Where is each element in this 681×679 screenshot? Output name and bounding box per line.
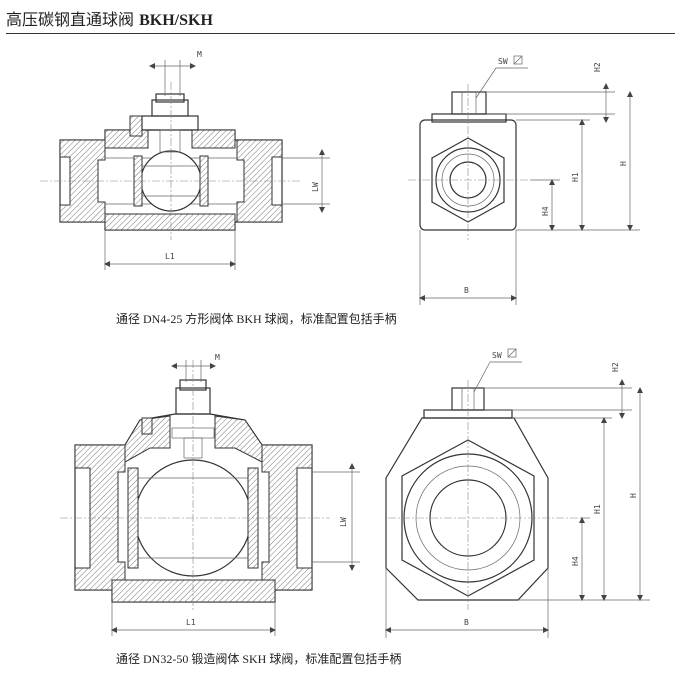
skh-section-view: M LW L1 — [60, 353, 360, 636]
skh-label-b: B — [464, 618, 469, 627]
title-model: BKH/SKH — [139, 12, 213, 29]
bkh-label-lw: LW — [311, 182, 320, 192]
bkh-section-view: M LW L1 — [40, 50, 330, 270]
bkh-label-m: M — [197, 50, 202, 59]
skh-label-h: H — [629, 493, 638, 498]
skh-end-view: SW H2 H H1 H4 B — [385, 348, 650, 638]
skh-label-h4: H4 — [571, 556, 580, 566]
skh-label-m: M — [215, 353, 220, 362]
skh-label-l1: L1 — [186, 618, 196, 627]
bkh-caption: 通径 DN4-25 方形阀体 BKH 球阀，标准配置包括手柄 — [116, 312, 397, 326]
skh-label-sw: SW — [492, 351, 502, 360]
bkh-label-h2: H2 — [593, 62, 602, 72]
skh-label-lw: LW — [339, 517, 348, 527]
bkh-label-l1: L1 — [165, 252, 175, 261]
page-title: 高压碳钢直通球阀 BKH/SKH — [6, 6, 213, 30]
skh-label-h1: H1 — [593, 504, 602, 514]
bkh-label-h1: H1 — [571, 172, 580, 182]
bkh-label-b: B — [464, 286, 469, 295]
bkh-label-h: H — [619, 161, 628, 166]
title-cn: 高压碳钢直通球阀 — [6, 10, 135, 29]
title-rule — [6, 33, 675, 34]
skh-caption: 通径 DN32-50 锻造阀体 SKH 球阀，标准配置包括手柄 — [116, 652, 402, 666]
skh-label-h2: H2 — [611, 362, 620, 372]
bkh-label-h4: H4 — [541, 206, 550, 216]
bkh-label-sw: SW — [498, 57, 508, 66]
bkh-end-view: SW H2 H H1 H4 B — [408, 55, 640, 305]
